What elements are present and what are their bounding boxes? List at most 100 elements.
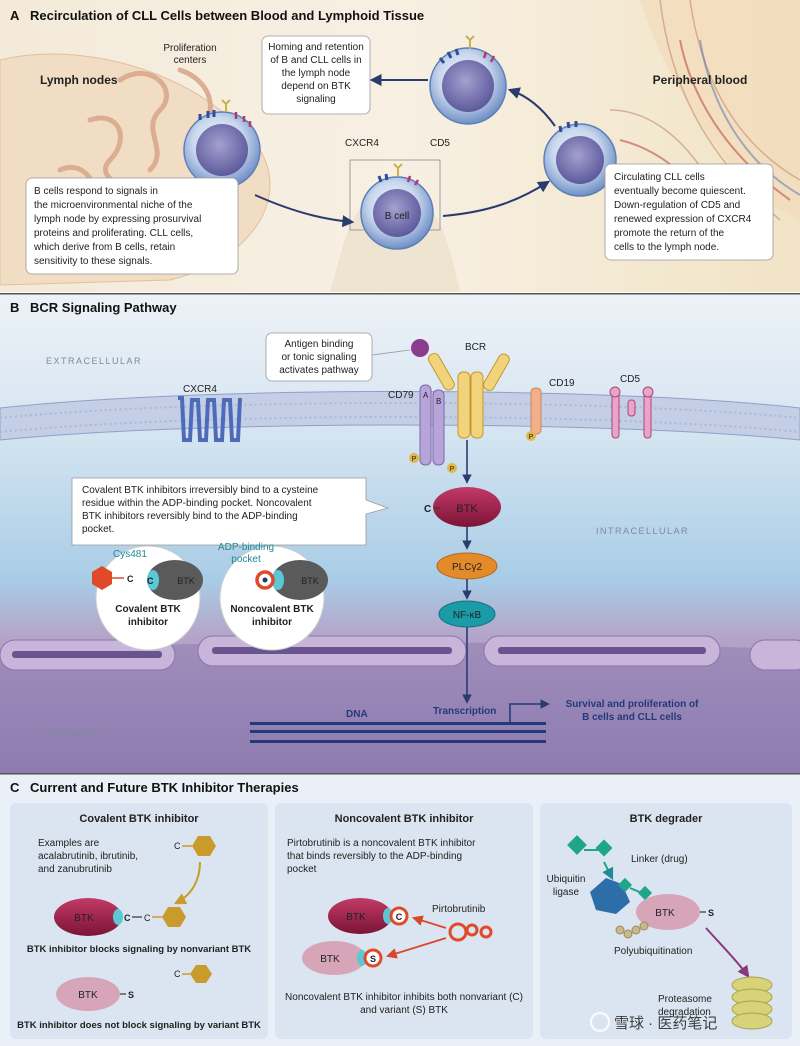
plcg2-node: PLCγ2 bbox=[436, 552, 498, 580]
cd79-a: A bbox=[423, 391, 429, 400]
cd5-receptor bbox=[609, 386, 654, 439]
covalent-label-2: inhibitor bbox=[128, 617, 168, 628]
covalent-examples-3: and zanubrutinib bbox=[38, 864, 112, 875]
svg-text:C: C bbox=[124, 913, 131, 923]
arrow-bcell-to-blood bbox=[442, 180, 551, 217]
svg-text:P: P bbox=[529, 434, 534, 441]
svg-text:C: C bbox=[147, 576, 154, 586]
noncovalent-title: Noncovalent BTK inhibitor bbox=[335, 813, 474, 825]
watermark: 雪球 · 医药笔记 bbox=[590, 1012, 717, 1032]
btk-node: BTK bbox=[433, 487, 501, 527]
proteasome-icon bbox=[731, 976, 773, 1030]
svg-text:Down-regulation of CD5 and: Down-regulation of CD5 and bbox=[614, 200, 740, 211]
noncovalent-label-2: inhibitor bbox=[252, 617, 292, 628]
panel-c-title: Current and Future BTK Inhibitor Therapi… bbox=[30, 780, 299, 795]
homing-box: Homing and retention of B and CLL cells … bbox=[261, 35, 371, 115]
svg-text:lymph node by expressing prosu: lymph node by expressing prosurvival bbox=[34, 214, 201, 225]
svg-text:C: C bbox=[396, 912, 403, 922]
covalent-not-block: BTK inhibitor does not block signaling b… bbox=[17, 1020, 261, 1031]
covalent-btk-bound: BTK C C bbox=[54, 898, 186, 936]
svg-text:NF-κB: NF-κB bbox=[453, 610, 482, 621]
svg-text:the lymph node: the lymph node bbox=[282, 68, 351, 79]
degrader-btk: BTK S bbox=[636, 894, 714, 930]
svg-text:Circulating CLL cells: Circulating CLL cells bbox=[614, 172, 705, 183]
btk-c-label: C bbox=[424, 504, 431, 515]
cd5-label-a: CD5 bbox=[430, 138, 450, 149]
noncovalent-label-1: Noncovalent BTK bbox=[230, 604, 314, 615]
cd19-label: CD19 bbox=[549, 378, 575, 389]
covalent-drug-top: C bbox=[174, 836, 216, 856]
cxcr4-label-a: CXCR4 bbox=[345, 138, 379, 149]
lymph-nodes-label: Lymph nodes bbox=[40, 73, 118, 87]
svg-text:BTK inhibitors reversibly bind: BTK inhibitors reversibly bind to the AD… bbox=[82, 511, 298, 522]
antigen-icon bbox=[411, 339, 429, 357]
svg-text:P: P bbox=[412, 456, 417, 463]
b-cell bbox=[330, 159, 460, 292]
covalent-label-1: Covalent BTK bbox=[115, 604, 181, 615]
svg-text:proteins and proliferating. CL: proteins and proliferating. CLL cells, bbox=[34, 228, 193, 239]
svg-text:Homing and retention: Homing and retention bbox=[268, 42, 364, 53]
svg-text:or tonic signaling: or tonic signaling bbox=[281, 352, 356, 363]
panel-b-letter: B bbox=[10, 300, 19, 315]
svg-text:C: C bbox=[174, 969, 181, 979]
cys481-label: Cys481 bbox=[113, 549, 147, 560]
svg-text:residue within the ADP-binding: residue within the ADP-binding pocket. N… bbox=[82, 498, 312, 509]
svg-text:renewed expression of CXCR4: renewed expression of CXCR4 bbox=[614, 214, 752, 225]
covalent-blocks: BTK inhibitor blocks signaling by nonvar… bbox=[27, 944, 251, 955]
extracellular-label: EXTRACELLULAR bbox=[46, 356, 142, 366]
noncovalent-bottom-2: and variant (S) BTK bbox=[360, 1005, 448, 1016]
pirtobrutinib-label: Pirtobrutinib bbox=[432, 904, 486, 915]
panel-a-letter: A bbox=[10, 8, 20, 23]
watermark-text: 雪球 · 医药笔记 bbox=[614, 1015, 717, 1032]
b-cell-label: B cell bbox=[385, 211, 409, 222]
svg-text:P: P bbox=[450, 466, 455, 473]
svg-text:depend on BTK: depend on BTK bbox=[281, 81, 351, 92]
svg-text:cells to the lymph node.: cells to the lymph node. bbox=[614, 242, 719, 253]
svg-text:BTK: BTK bbox=[301, 576, 319, 586]
cd79-b: B bbox=[436, 397, 441, 406]
dna-strands bbox=[250, 722, 546, 743]
svg-text:which derive from B cells, ret: which derive from B cells, retain bbox=[33, 242, 175, 253]
survival-line2: B cells and CLL cells bbox=[582, 712, 682, 723]
svg-text:BTK: BTK bbox=[655, 908, 675, 919]
panel-a: A Recirculation of CLL Cells between Blo… bbox=[0, 0, 800, 292]
intracellular-label: INTRACELLULAR bbox=[596, 526, 689, 536]
nucleus-label: NUCLEUS bbox=[46, 728, 100, 738]
homing-cell bbox=[429, 35, 507, 125]
svg-text:C: C bbox=[127, 574, 134, 584]
cd79 bbox=[419, 384, 445, 466]
degrader-molecule bbox=[567, 835, 613, 857]
panel-b-title: BCR Signaling Pathway bbox=[30, 300, 177, 315]
svg-text:S: S bbox=[708, 908, 714, 918]
ligase-label-2: ligase bbox=[553, 887, 580, 898]
panel-b: B BCR Signaling Pathway EXTRACELLULAR IN… bbox=[0, 293, 800, 773]
covalent-examples-2: acalabrutinib, ibrutinib, bbox=[38, 851, 138, 862]
noncovalent-inset: BTK bbox=[219, 545, 328, 651]
proliferation-centers-line1: Proliferation bbox=[163, 43, 216, 54]
covalent-title: Covalent BTK inhibitor bbox=[79, 813, 199, 825]
svg-text:S: S bbox=[370, 954, 376, 964]
arrow-lymph-to-bcell bbox=[254, 194, 355, 228]
bcr-receptor bbox=[428, 353, 510, 439]
svg-text:BTK: BTK bbox=[74, 913, 94, 924]
covalent-inset: C C BTK bbox=[92, 545, 203, 651]
proteasome-label-2: degradation bbox=[658, 1007, 711, 1018]
svg-text:BTK: BTK bbox=[320, 954, 340, 965]
svg-text:signaling: signaling bbox=[296, 94, 335, 105]
svg-text:BTK: BTK bbox=[346, 912, 366, 923]
linker-label: Linker (drug) bbox=[631, 854, 688, 865]
cd5-label-b: CD5 bbox=[620, 374, 640, 385]
svg-text:BTK: BTK bbox=[456, 503, 478, 515]
info-box: Covalent BTK inhibitors irreversibly bin… bbox=[71, 477, 390, 546]
noncovalent-desc-3: pocket bbox=[287, 864, 317, 875]
svg-text:Antigen binding: Antigen binding bbox=[285, 339, 354, 350]
ligase-label-1: Ubiquitin bbox=[547, 874, 586, 885]
svg-text:C: C bbox=[144, 913, 151, 923]
nucleus-region bbox=[0, 642, 800, 773]
covalent-btk-variant: BTK S C bbox=[56, 965, 212, 1011]
bcr-label: BCR bbox=[465, 342, 486, 353]
panel-c-letter: C bbox=[10, 780, 20, 795]
panel-a-title: Recirculation of CLL Cells between Blood… bbox=[30, 8, 424, 23]
cd79-label: CD79 bbox=[388, 390, 414, 401]
